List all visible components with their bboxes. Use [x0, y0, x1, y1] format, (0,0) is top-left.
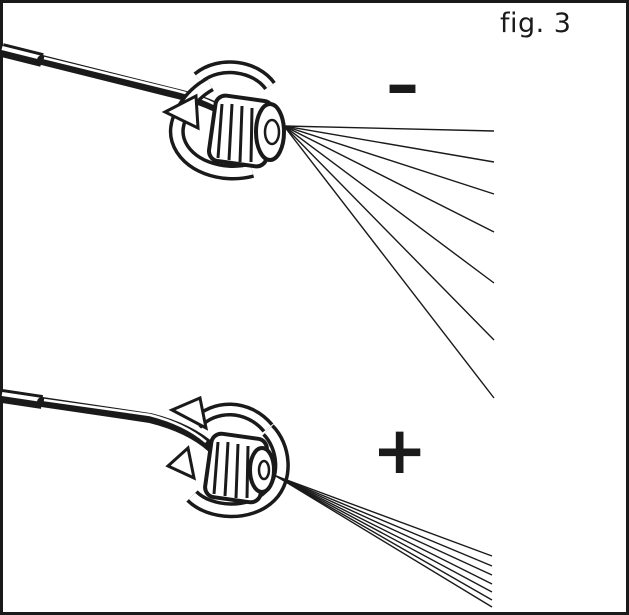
- minus-sign: –: [386, 46, 419, 123]
- lance-bottom: [0, 389, 217, 453]
- spray-line: [283, 125, 495, 284]
- spray-line: [283, 125, 495, 341]
- spray-line: [283, 125, 495, 195]
- spray-line: [275, 475, 493, 608]
- spray-line: [283, 125, 495, 233]
- nozzle-top: [206, 93, 286, 169]
- narrow-spray: [275, 475, 493, 608]
- spray-line: [283, 125, 495, 132]
- figure-label: fig. 3: [500, 8, 572, 39]
- spray-line: [275, 475, 493, 557]
- wide-spray: [283, 125, 495, 399]
- spray-line: [275, 475, 493, 601]
- spray-line: [275, 475, 493, 567]
- nozzle-bottom: [203, 431, 276, 505]
- rotation-arrow-bottom-icon: [165, 395, 290, 519]
- spray-line: [275, 475, 493, 585]
- spray-line: [283, 125, 495, 163]
- rotation-arrow-top-icon: [161, 60, 276, 181]
- spray-line: [275, 475, 493, 576]
- spray-line: [283, 125, 495, 399]
- plus-sign: +: [372, 412, 428, 489]
- spray-line: [275, 475, 493, 593]
